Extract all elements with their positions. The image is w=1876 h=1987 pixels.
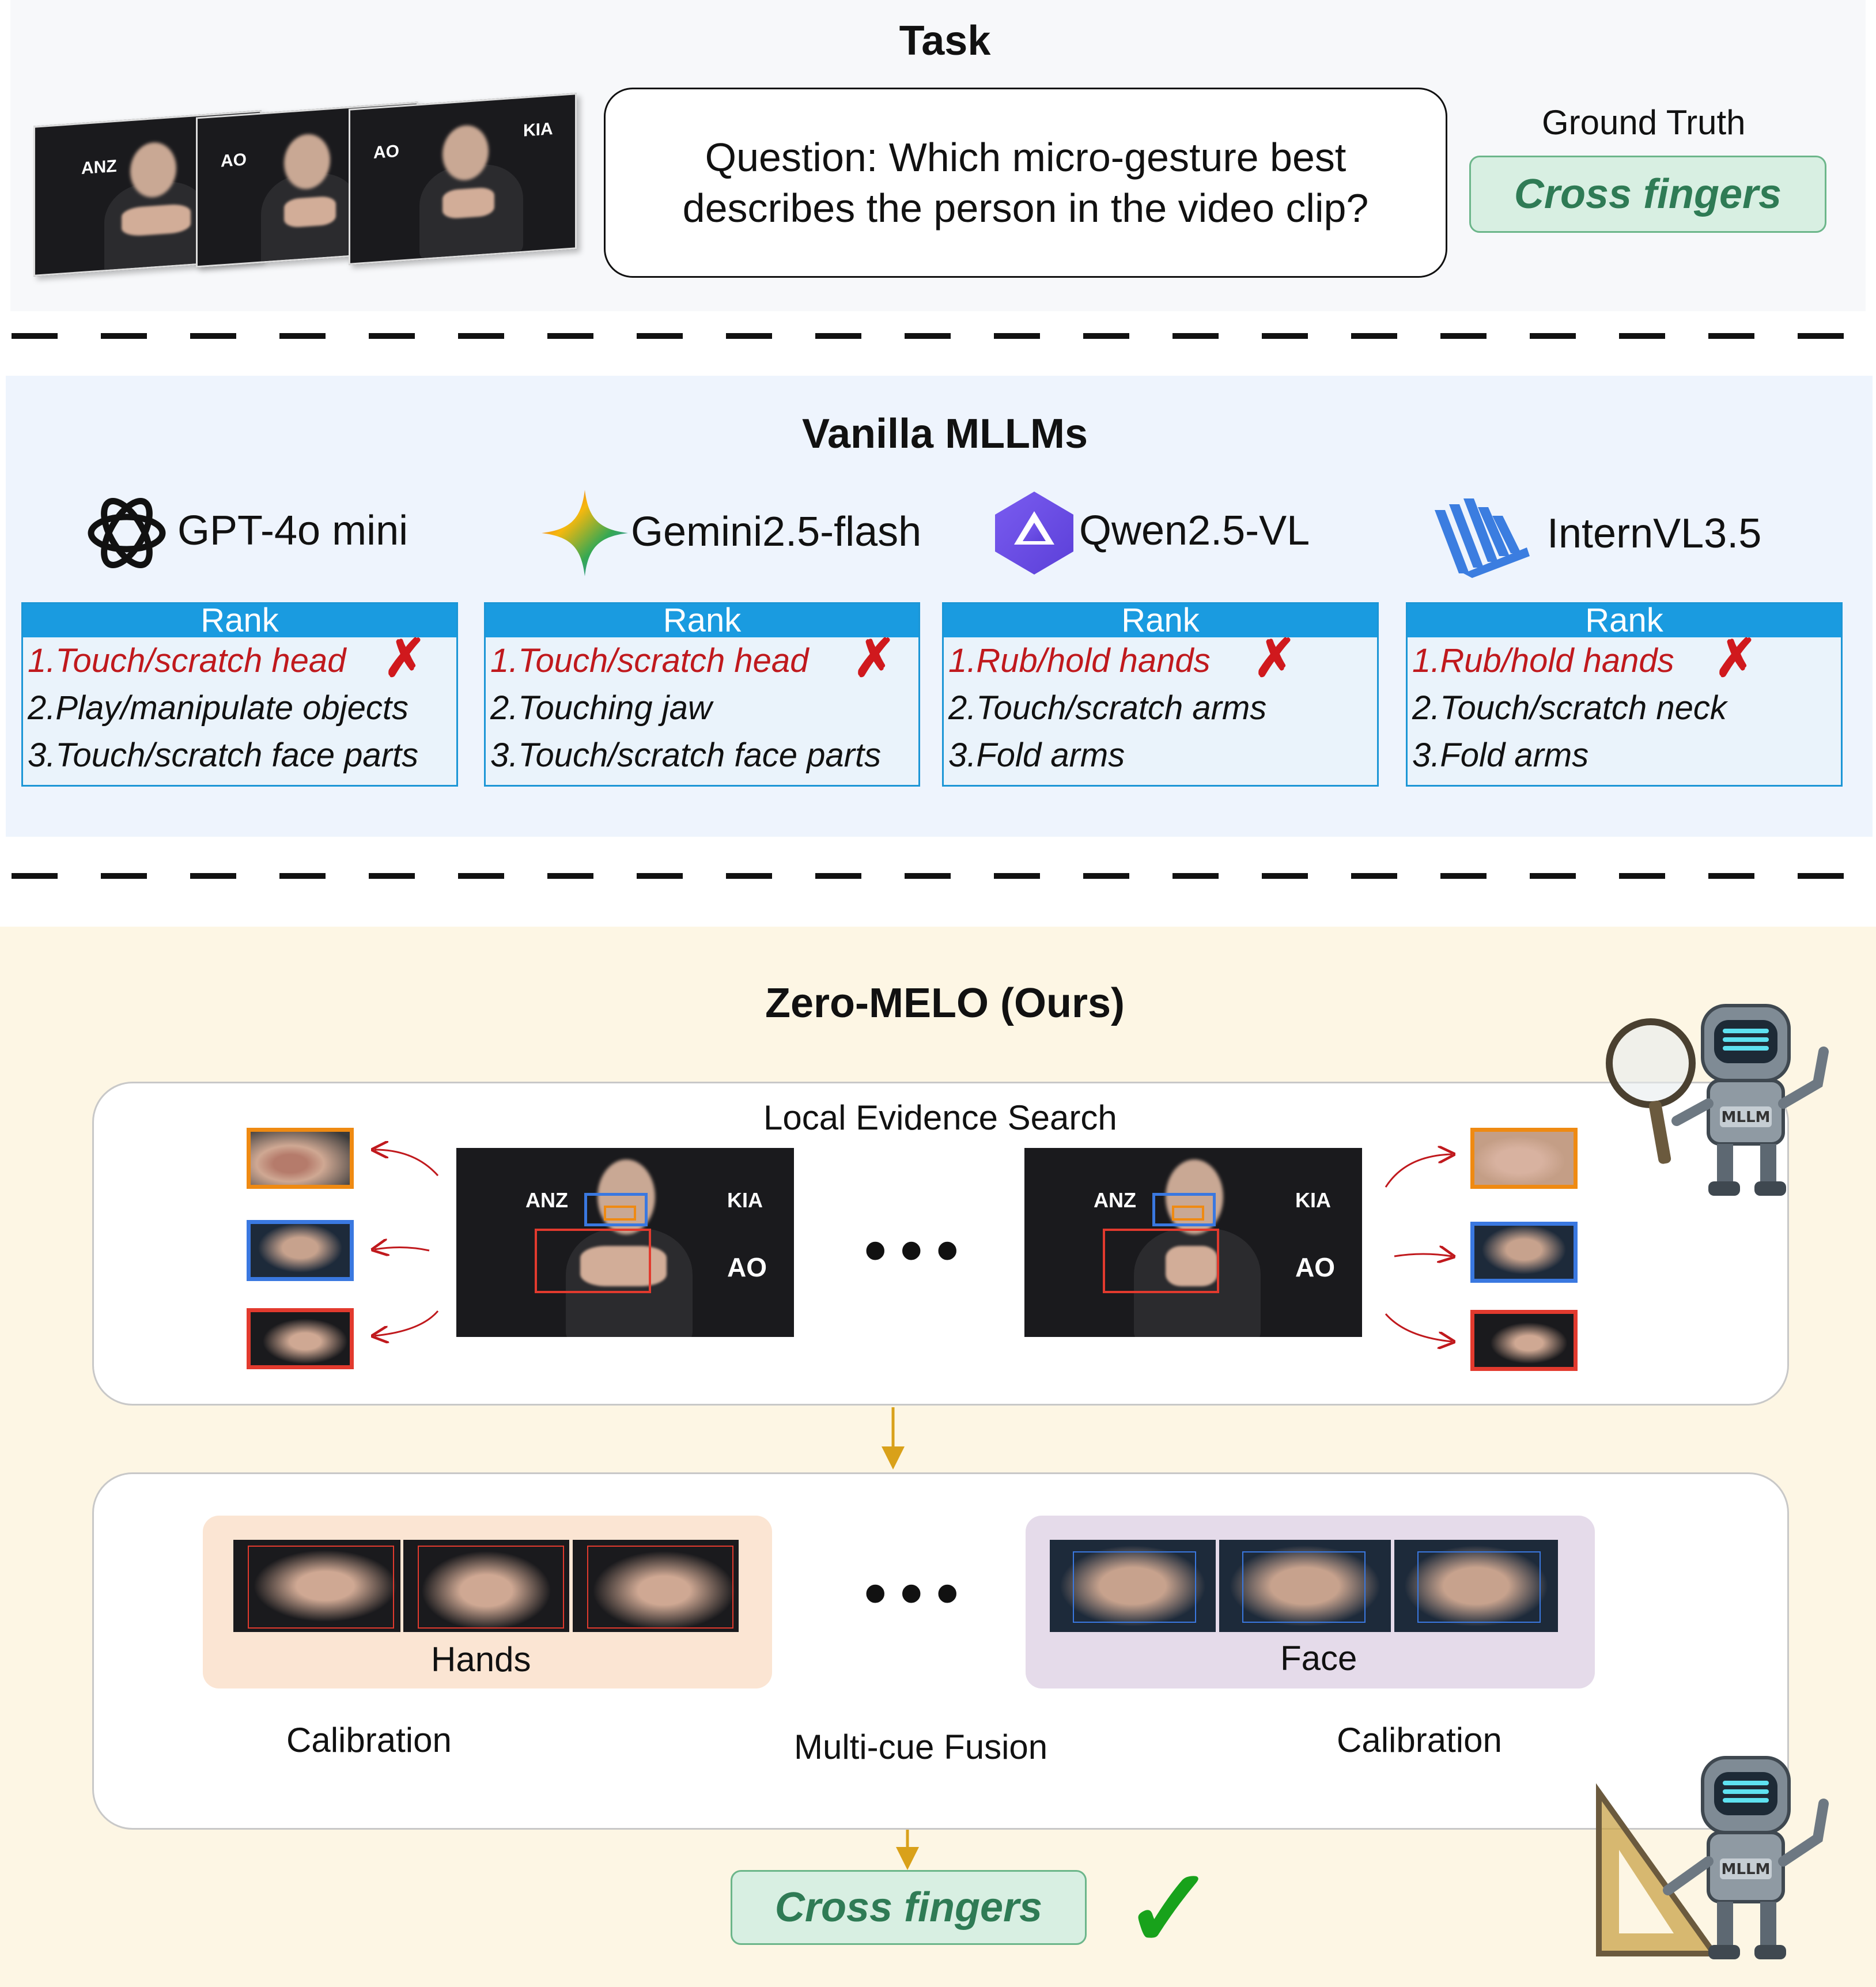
wrong-mark-icon: ✗	[1714, 630, 1758, 687]
ground-truth-answer: Cross fingers	[1469, 156, 1826, 233]
face-clip-2	[1219, 1540, 1391, 1632]
ours-title: Zero-MELO (Ours)	[765, 980, 1125, 1026]
model-name-qwen: Qwen2.5-VL	[1079, 508, 1310, 554]
fusion-label: Multi-cue Fusion	[794, 1728, 1048, 1766]
rank-item-1: 1.Touch/scratch head	[28, 642, 346, 679]
rank-item-1: 1.Rub/hold hands	[1412, 642, 1674, 679]
rank-item-3: 3.Fold arms	[1412, 736, 1589, 774]
question-box: Question: Which micro-gesture best descr…	[604, 88, 1447, 278]
divider-1	[12, 333, 1855, 339]
local-evidence-label: Local Evidence Search	[763, 1098, 1117, 1137]
crop-hands-left	[247, 1308, 354, 1369]
rank-item-1: 1.Touch/scratch head	[490, 642, 809, 679]
rank-header: Rank	[1408, 604, 1841, 637]
rank-item-2: 2.Touch/scratch arms	[948, 689, 1267, 727]
question-text: Question: Which micro-gesture best descr…	[682, 135, 1369, 231]
rank-item-3: 3.Touch/scratch face parts	[28, 736, 419, 774]
face-label: Face	[1280, 1639, 1357, 1678]
crop-mouth-right	[1470, 1128, 1578, 1189]
model-name-gpt: GPT-4o mini	[177, 508, 409, 554]
rank-header: Rank	[944, 604, 1377, 637]
divider-2	[12, 873, 1855, 879]
ground-truth-label: Ground Truth	[1542, 103, 1746, 142]
crop-face-left	[247, 1220, 354, 1281]
ellipsis-bottom: •••	[864, 1558, 973, 1629]
qwen-logo-icon	[995, 492, 1073, 575]
hands-clip-3	[573, 1540, 739, 1632]
rank-table-internvl: Rank 1.Rub/hold hands 2.Touch/scratch ne…	[1406, 602, 1843, 787]
svg-text:MLLM: MLLM	[1722, 1861, 1771, 1878]
gemini-star-icon	[542, 490, 628, 576]
search-frame-left: ANZ KIA AO	[456, 1148, 794, 1337]
face-clip-3	[1394, 1540, 1558, 1632]
result-answer: Cross fingers	[731, 1870, 1087, 1945]
svg-text:MLLM: MLLM	[1722, 1109, 1771, 1126]
task-title: Task	[899, 18, 991, 64]
face-clip-1	[1050, 1540, 1216, 1632]
calibration-right-label: Calibration	[1337, 1721, 1502, 1759]
rank-table-qwen: Rank 1.Rub/hold hands 2.Touch/scratch ar…	[942, 602, 1379, 787]
crop-face-right	[1470, 1222, 1578, 1283]
wrong-mark-icon: ✗	[383, 630, 427, 687]
search-frame-right: ANZ KIA AO	[1024, 1148, 1362, 1337]
rank-item-1: 1.Rub/hold hands	[948, 642, 1211, 679]
rank-table-gpt: Rank 1.Touch/scratch head 2.Play/manipul…	[21, 602, 458, 787]
openai-logo-icon	[88, 498, 166, 568]
model-name-internvl: InternVL3.5	[1547, 511, 1762, 557]
rank-item-3: 3.Touch/scratch face parts	[490, 736, 882, 774]
rank-header: Rank	[486, 604, 918, 637]
vanilla-title: Vanilla MLLMs	[801, 411, 1088, 457]
rank-item-2: 2.Touching jaw	[490, 689, 712, 727]
calibration-left-label: Calibration	[286, 1721, 452, 1759]
rank-item-2: 2.Play/manipulate objects	[28, 689, 409, 727]
crop-hands-right	[1470, 1310, 1578, 1371]
hands-label: Hands	[431, 1640, 531, 1679]
wrong-mark-icon: ✗	[853, 630, 897, 687]
crop-mouth-left	[247, 1128, 354, 1189]
hands-clip-1	[233, 1540, 400, 1632]
model-name-gemini: Gemini2.5-flash	[631, 509, 922, 555]
rank-header: Rank	[23, 604, 456, 637]
robot-ruler-icon: MLLM	[1596, 1756, 1829, 1959]
rank-table-gemini: Rank 1.Touch/scratch head 2.Touching jaw…	[484, 602, 920, 787]
rank-item-2: 2.Touch/scratch neck	[1412, 689, 1727, 727]
check-mark-icon: ✓	[1124, 1848, 1216, 1970]
wrong-mark-icon: ✗	[1253, 630, 1297, 687]
internvl-logo-icon	[1435, 498, 1530, 578]
robot-magnifier-icon: MLLM	[1606, 1004, 1829, 1196]
hands-clip-2	[403, 1540, 569, 1632]
rank-item-3: 3.Fold arms	[948, 736, 1125, 774]
